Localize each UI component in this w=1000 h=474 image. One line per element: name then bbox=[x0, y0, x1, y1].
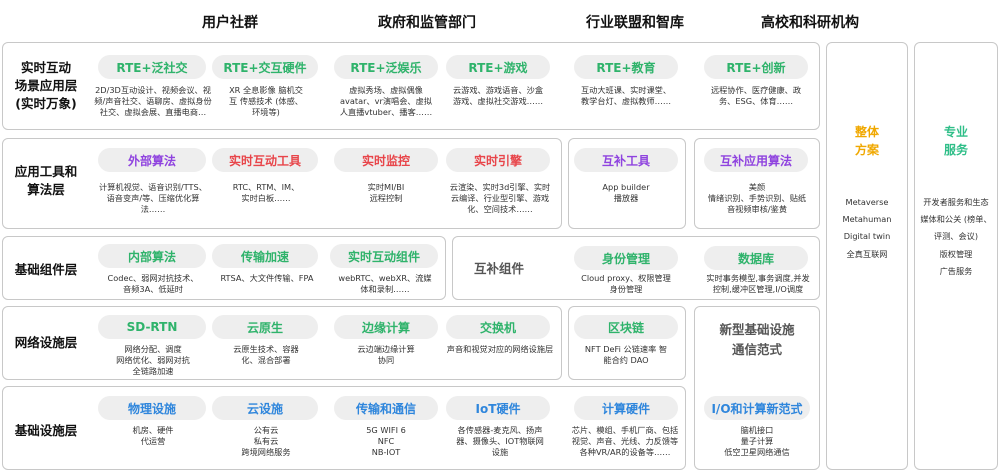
desc-rte-entertainment: 虚拟秀场、虚拟偶像 avatar、vr演唱会、虚拟 人直播vtuber、播客…… bbox=[339, 85, 433, 118]
overall-solution-title: 整体 方案 bbox=[854, 125, 879, 157]
desc-rte-hardware: XR 全息影像 脑机交 互 传感技术 (体感、 环境等) bbox=[229, 85, 303, 118]
desc-iot-hardware: 各传感器-麦克风、扬声 器、摄像头、IOT物联网 设施 bbox=[456, 425, 544, 458]
pill-cloud-native: 云原生 bbox=[212, 315, 318, 339]
overall-solution-list: Metaverse Metahuman Digital twin 全真互联网 bbox=[842, 197, 892, 259]
pill-transport-communication: 传输和通信 bbox=[334, 396, 438, 420]
pill-complementary-tools: 互补工具 bbox=[574, 148, 678, 172]
desc-rte-education: 互动大班课、实时课堂、 教学台灯、虚拟教师…… bbox=[580, 85, 672, 107]
pill-rte-social: RTE+泛社交 bbox=[98, 55, 206, 79]
pill-realtime-engine: 实时引擎 bbox=[446, 148, 550, 172]
pill-blockchain: 区块链 bbox=[574, 315, 678, 339]
desc-computing-hardware: 芯片、模组、手机厂商、包括 视觉、声音、光线、力反馈等 各种VR/AR的设备等…… bbox=[571, 425, 679, 458]
tools-layer-label: 应用工具和 算法层 bbox=[14, 164, 78, 198]
desc-edge-computing: 云边端边缘计算 协同 bbox=[357, 344, 415, 366]
desc-switch: 声音和视觉对应的网络设施层 bbox=[446, 344, 554, 354]
desc-database: 实时事务模型,事务调度,并发 控制,缓冲区管理,I/O调度 bbox=[706, 273, 810, 295]
pill-rte-game: RTE+游戏 bbox=[446, 55, 550, 79]
pill-io-computing-paradigm: I/O和计算新范式 bbox=[704, 396, 810, 420]
desc-rte-game: 云游戏、游戏语音、沙盒 游戏、虚拟社交游戏…… bbox=[452, 85, 544, 107]
column-header-industry-alliance: 行业联盟和智库 bbox=[586, 15, 684, 31]
column-header-government: 政府和监管部门 bbox=[378, 15, 476, 31]
desc-realtime-monitoring: 实时MI/BI 远程控制 bbox=[367, 182, 405, 204]
pill-rte-innovation: RTE+创新 bbox=[704, 55, 808, 79]
new-infrastructure-panel bbox=[694, 306, 820, 470]
pill-rte-hardware: RTE+交互硬件 bbox=[212, 55, 318, 79]
pill-switch: 交换机 bbox=[446, 315, 550, 339]
pill-transport-acceleration: 传输加速 bbox=[212, 244, 318, 268]
pill-physical-facilities: 物理设施 bbox=[98, 396, 206, 420]
pill-rte-entertainment: RTE+泛娱乐 bbox=[334, 55, 438, 79]
professional-service-title: 专业 服务 bbox=[943, 125, 968, 157]
desc-complementary-algorithms: 美颜 情绪识别、手势识别、贴纸 音视频审核/鉴黄 bbox=[707, 182, 807, 215]
professional-service-panel bbox=[914, 42, 998, 470]
pill-rte-education: RTE+教育 bbox=[574, 55, 678, 79]
desc-sd-rtn: 网络分配、调度 网络优化、弱网对抗 全链路加速 bbox=[116, 344, 190, 377]
infra-layer-label: 基础设施层 bbox=[14, 423, 78, 438]
desc-internal-algorithms: Codec、弱网对抗技术、 音频3A、低延时 bbox=[107, 273, 199, 295]
pill-iot-hardware: IoT硬件 bbox=[446, 396, 550, 420]
pill-cloud-facilities: 云设施 bbox=[212, 396, 318, 420]
complementary-components-label: 互补组件 bbox=[473, 261, 524, 276]
column-header-universities: 高校和科研机构 bbox=[761, 15, 859, 31]
components-layer-label: 基础组件层 bbox=[14, 262, 78, 277]
desc-external-algorithms: 计算机视觉、语音识别/TTS、 语音变声/等、压缩优化算 法…… bbox=[99, 182, 207, 215]
desc-blockchain: NFT DeFi 公链速率 智 能合约 DAO bbox=[584, 344, 668, 366]
pill-database: 数据库 bbox=[704, 246, 808, 270]
new-infrastructure-label: 新型基础设施 通信范式 bbox=[719, 322, 795, 357]
desc-identity-management: Cloud proxy、权限管理 身份管理 bbox=[581, 273, 671, 295]
desc-rte-innovation: 远程协作、医疗健康、政 务、ESG、体育…… bbox=[710, 85, 802, 107]
desc-physical-facilities: 机房、硬件 代运营 bbox=[132, 425, 174, 447]
pill-external-algorithms: 外部算法 bbox=[98, 148, 206, 172]
desc-realtime-components: webRTC、webXR、流媒 体和录制…… bbox=[338, 273, 432, 295]
desc-cloud-native: 云原生技术、容器 化、混合部署 bbox=[233, 344, 299, 366]
pill-realtime-monitoring: 实时监控 bbox=[334, 148, 438, 172]
column-header-user-community: 用户社群 bbox=[202, 15, 258, 31]
pill-edge-computing: 边缘计算 bbox=[334, 315, 438, 339]
desc-realtime-tools: RTC、RTM、IM、 实时白板…… bbox=[232, 182, 300, 204]
pill-computing-hardware: 计算硬件 bbox=[574, 396, 678, 420]
network-layer-label: 网络设施层 bbox=[14, 335, 78, 350]
desc-transport-acceleration: RTSA、大文件传输、FPA bbox=[220, 273, 314, 283]
desc-io-computing-paradigm: 脑机接口 量子计算 低空卫星网络通信 bbox=[724, 425, 790, 458]
realtime-layer-label: 实时互动 场景应用层 (实时万象) bbox=[14, 60, 78, 112]
pill-realtime-tools: 实时互动工具 bbox=[212, 148, 318, 172]
pill-sd-rtn: SD-RTN bbox=[98, 315, 206, 339]
desc-complementary-tools: App builder 播放器 bbox=[602, 182, 650, 204]
desc-transport-communication: 5G WIFI 6 NFC NB-IOT bbox=[366, 425, 406, 458]
desc-cloud-facilities: 公有云 私有云 跨境网络服务 bbox=[241, 425, 291, 458]
desc-realtime-engine: 云渲染、实时3d引擎、实时 云编译、行业型引擎、游戏 化、空间技术…… bbox=[449, 182, 551, 215]
pill-identity-management: 身份管理 bbox=[574, 246, 678, 270]
pill-complementary-algorithms: 互补应用算法 bbox=[704, 148, 808, 172]
desc-rte-social: 2D/3D互动设计、视频会议、视 频/声音社交、语聊房、虚拟身份 社交、虚拟会展… bbox=[94, 85, 212, 118]
overall-solution-panel bbox=[826, 42, 908, 470]
professional-service-list: 开发者服务和生态 媒体和公关 (榜单、 评测、会议) 版权管理 广告服务 bbox=[920, 197, 992, 276]
pill-realtime-components: 实时互动组件 bbox=[330, 244, 438, 268]
pill-internal-algorithms: 内部算法 bbox=[98, 244, 206, 268]
